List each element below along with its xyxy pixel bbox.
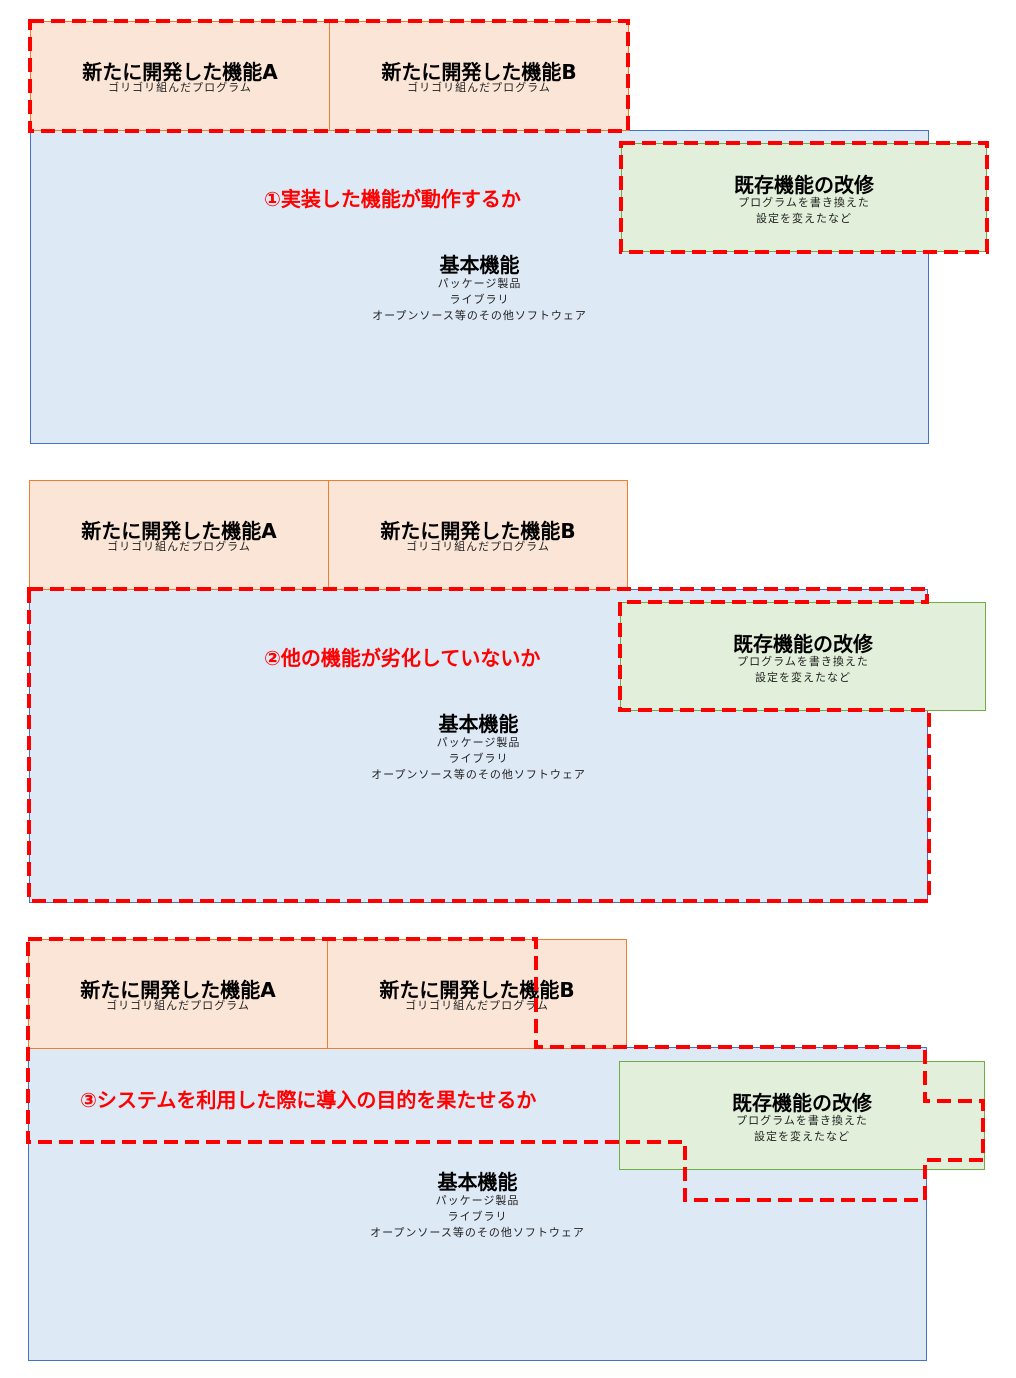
highlight-outline-1: [28, 19, 989, 254]
new-feature-b-title: 新たに開発した機能B: [381, 60, 577, 84]
new-feature-a-box: 新たに開発した機能A ゴリゴリ組んだプログラム: [28, 939, 328, 1049]
highlight-modification: [619, 141, 989, 254]
modification-box: 既存機能の改修 プログラムを書き換えた 設定を変えたなど: [619, 1061, 985, 1170]
base-feature-line-1: パッケージ製品: [435, 1194, 520, 1207]
base-feature-title: 基本機能: [438, 712, 519, 736]
base-feature-line-3: オープンソース等のその他ソフトウェア: [370, 1226, 585, 1239]
base-feature-line-3: オープンソース等のその他ソフトウェア: [371, 768, 586, 781]
question-2: ②他の機能が劣化していないか: [264, 646, 541, 670]
highlight-outline-3: [26, 937, 985, 1202]
modification-box: 既存機能の改修 プログラムを書き換えた 設定を変えたなど: [620, 602, 986, 711]
new-feature-b-title: 新たに開発した機能B: [380, 519, 576, 543]
new-feature-b-box: 新たに開発した機能B ゴリゴリ組んだプログラム: [328, 480, 628, 590]
modification-line-2: 設定を変えたなど: [755, 671, 851, 684]
panel-1: 基本機能 パッケージ製品 ライブラリ オープンソース等のその他ソフトウェア 新た…: [0, 0, 1016, 460]
modification-line-2: 設定を変えたなど: [756, 212, 852, 225]
question-1: ①実装した機能が動作するか: [264, 187, 521, 211]
base-feature-line-2: ライブラリ: [448, 752, 509, 765]
base-feature-line-3: オープンソース等のその他ソフトウェア: [372, 309, 587, 322]
base-feature-line-1: パッケージ製品: [437, 277, 522, 290]
highlight-usage-path: [26, 937, 985, 1202]
new-feature-b-title: 新たに開発した機能B: [379, 978, 575, 1002]
new-feature-a-subtitle: ゴリゴリ組んだプログラム: [108, 81, 252, 94]
modification-line-1: プログラムを書き換えた: [738, 196, 870, 209]
highlight-new-features: [28, 19, 630, 133]
new-feature-a-box: 新たに開発した機能A ゴリゴリ組んだプログラム: [30, 21, 330, 131]
modification-line-1: プログラムを書き換えた: [736, 1114, 868, 1127]
modification-line-1: プログラムを書き換えた: [737, 655, 869, 668]
modification-box: 既存機能の改修 プログラムを書き換えた 設定を変えたなど: [621, 143, 987, 252]
modification-title: 既存機能の改修: [734, 173, 874, 197]
new-feature-b-subtitle: ゴリゴリ組んだプログラム: [405, 999, 549, 1012]
modification-title: 既存機能の改修: [732, 1091, 872, 1115]
modification-title: 既存機能の改修: [733, 632, 873, 656]
base-feature-title: 基本機能: [439, 253, 520, 277]
highlight-base-feature-outline: [27, 587, 931, 903]
panel-3: 基本機能 パッケージ製品 ライブラリ オープンソース等のその他ソフトウェア 新た…: [0, 918, 1016, 1378]
question-3: ③システムを利用した際に導入の目的を果たせるか: [80, 1088, 537, 1112]
base-feature-line-1: パッケージ製品: [436, 736, 521, 749]
base-feature-title: 基本機能: [437, 1170, 518, 1194]
modification-line-2: 設定を変えたなど: [754, 1130, 850, 1143]
new-feature-a-subtitle: ゴリゴリ組んだプログラム: [107, 540, 251, 553]
new-feature-b-subtitle: ゴリゴリ組んだプログラム: [406, 540, 550, 553]
base-feature-line-2: ライブラリ: [447, 1210, 508, 1223]
new-feature-b-subtitle: ゴリゴリ組んだプログラム: [407, 81, 551, 94]
new-feature-a-title: 新たに開発した機能A: [80, 978, 276, 1002]
new-feature-a-title: 新たに開発した機能A: [81, 519, 277, 543]
base-feature-line-2: ライブラリ: [449, 293, 510, 306]
new-feature-a-title: 新たに開発した機能A: [82, 60, 278, 84]
panel-2: 基本機能 パッケージ製品 ライブラリ オープンソース等のその他ソフトウェア 新た…: [0, 459, 1016, 919]
highlight-outline-2: [27, 587, 931, 903]
new-feature-a-subtitle: ゴリゴリ組んだプログラム: [106, 999, 250, 1012]
new-feature-b-box: 新たに開発した機能B ゴリゴリ組んだプログラム: [327, 939, 627, 1049]
